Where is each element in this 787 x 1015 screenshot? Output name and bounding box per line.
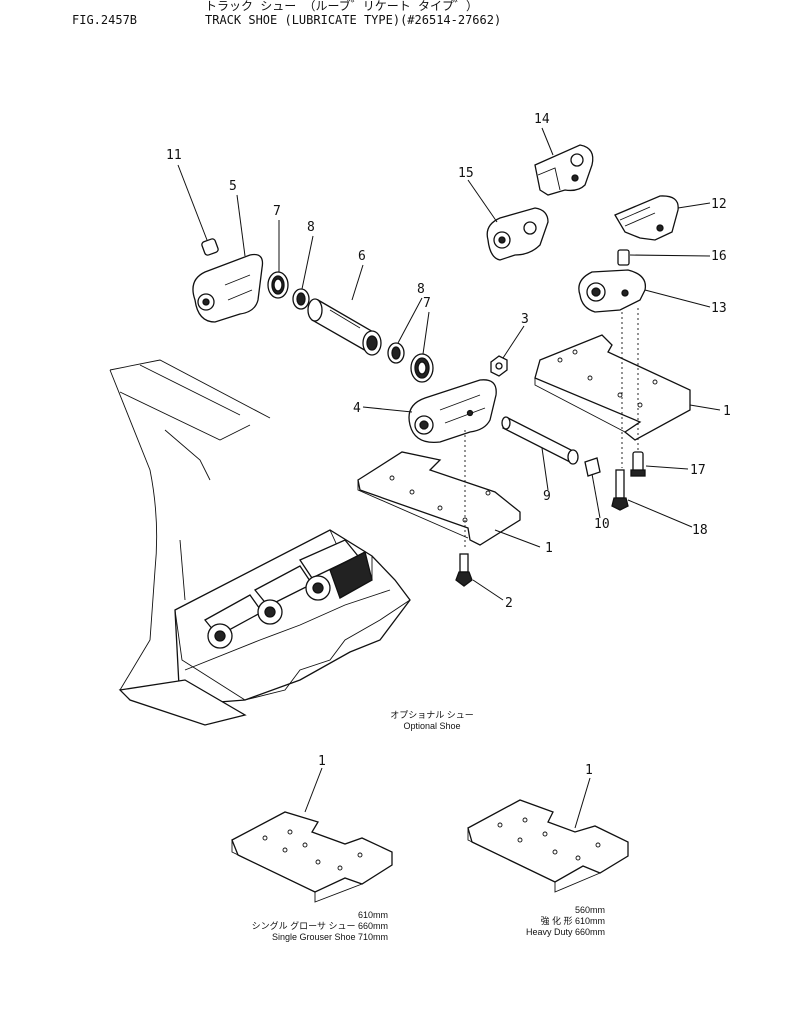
part-4-link-center [408,379,497,444]
single-grouser-line2: シングル グローサ シュー 660mm [252,920,388,931]
callout-1-single-grouser: 1 [318,754,326,769]
single-grouser-line3: Single Grouser Shoe 710mm [272,932,388,942]
callout-7-left: 7 [273,204,281,219]
callout-11: 11 [166,148,182,163]
figure-title: TRACK SHOE (LUBRICATE TYPE)(#26514-27662… [205,13,501,27]
callout-18: 18 [692,523,708,538]
heavy-duty-line1: 560mm [575,905,605,915]
callout-6: 6 [358,249,366,264]
track-assembly-illustration [109,359,411,726]
callout-8-left: 8 [307,220,315,235]
part-2-bolt [455,553,473,587]
part-5-link-left [192,253,264,323]
part-7-seal-right [410,353,434,383]
part-15-link-half [486,207,549,261]
part-17-bolt [630,451,646,477]
optional-shoe-single-grouser [231,811,393,903]
part-8-spacer-left [292,288,310,310]
header-jp-title: トラック シュー （ルーブ゛リケート タイプ゛） [205,0,478,13]
callout-12: 12 [711,197,727,212]
part-7-seal-left [267,271,289,299]
callout-14: 14 [534,112,550,127]
heavy-duty-line3: Heavy Duty 660mm [526,927,605,937]
callout-16: 16 [711,249,727,264]
optional-shoe-en: Optional Shoe [403,721,460,731]
part-16-plug [617,249,630,266]
callout-13: 13 [711,301,727,316]
part-13-link-block [578,269,647,313]
callout-8-right: 8 [417,282,425,297]
callout-1-upper-right: 1 [723,404,731,419]
part-3-nut [490,355,508,377]
part-8-spacer-right [387,342,405,364]
callout-1-heavy-duty: 1 [585,763,593,778]
part-11-dowel [201,238,219,256]
heavy-duty-line2: 強 化 形 610mm [540,915,605,926]
callout-17: 17 [690,463,706,478]
callout-7-right: 7 [423,296,431,311]
optional-shoe-jp: オプショナル シュー [390,710,474,720]
optional-shoe-heavy-duty [467,799,629,893]
callout-15: 15 [458,166,474,181]
part-1-shoe-upper [534,334,691,441]
part-6-bushing [307,298,382,356]
callout-2: 2 [505,596,513,611]
callout-10: 10 [594,517,610,532]
part-14-link-cover [534,144,594,196]
part-10-collar [584,457,601,477]
part-12-clamp [614,195,679,241]
single-grouser-line1: 610mm [358,910,388,920]
callout-4: 4 [353,401,361,416]
callout-1-middle: 1 [545,541,553,556]
part-9-pin [501,416,579,465]
part-18-bolt [611,469,629,511]
part-1-shoe-middle [357,451,521,546]
callout-3: 3 [521,312,529,327]
callout-9: 9 [543,489,551,504]
callout-5: 5 [229,179,237,194]
figure-number: FIG.2457B [72,13,137,27]
